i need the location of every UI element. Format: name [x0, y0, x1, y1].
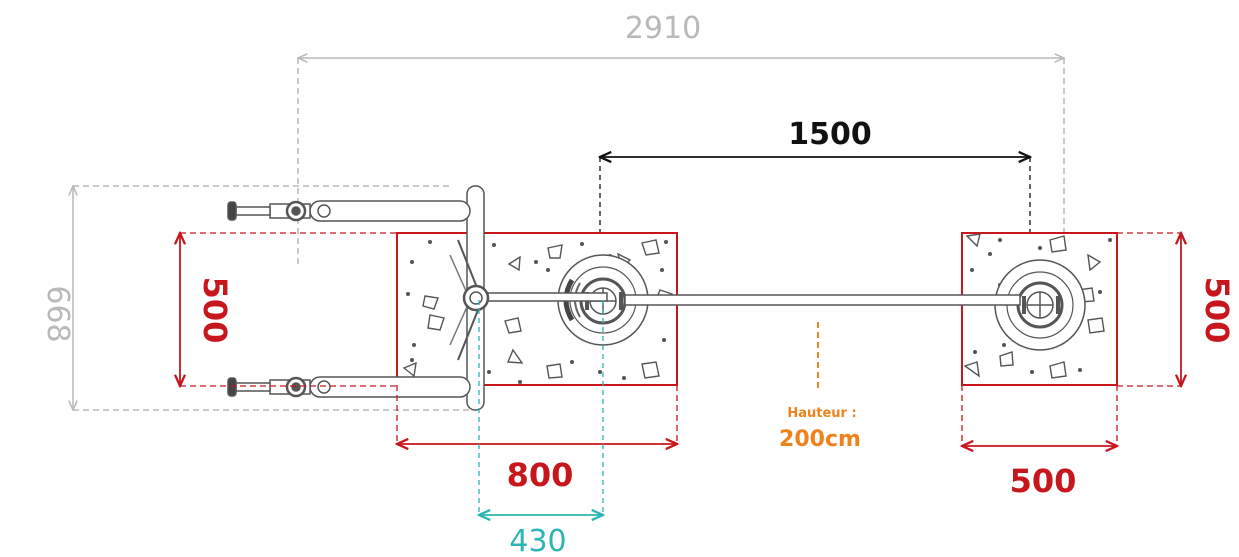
- post-offset-dimension: 430: [479, 300, 603, 557]
- post-spacing-label: 1500: [788, 117, 872, 152]
- total-width-label: 668: [40, 285, 75, 342]
- right-concrete-footing: [961, 232, 1118, 386]
- total-length-label: 2910: [625, 11, 701, 46]
- right-footing-width-dimension: 500: [1117, 233, 1236, 386]
- height-annotation: Hauteur : 200cm: [779, 322, 861, 452]
- right-footing-length-label: 500: [1010, 462, 1077, 500]
- right-footing-length-dimension: 500: [962, 385, 1117, 500]
- right-footing-width-label: 500: [1198, 277, 1236, 344]
- height-label: Hauteur :: [787, 406, 856, 421]
- left-footing-length-dimension: 800: [397, 385, 677, 494]
- height-value: 200cm: [779, 427, 861, 452]
- left-concrete-footing: [396, 232, 678, 386]
- total-width-dimension: 668: [40, 186, 470, 410]
- left-footing-length-label: 800: [507, 456, 574, 494]
- left-footing-width-label: 500: [196, 277, 234, 344]
- frame-structure: [227, 185, 490, 411]
- total-length-dimension: 2910: [298, 11, 1064, 265]
- post-spacing-dimension: 1500: [600, 117, 1030, 300]
- post-offset-label: 430: [509, 524, 566, 557]
- left-footing-width-dimension: 500: [180, 233, 398, 386]
